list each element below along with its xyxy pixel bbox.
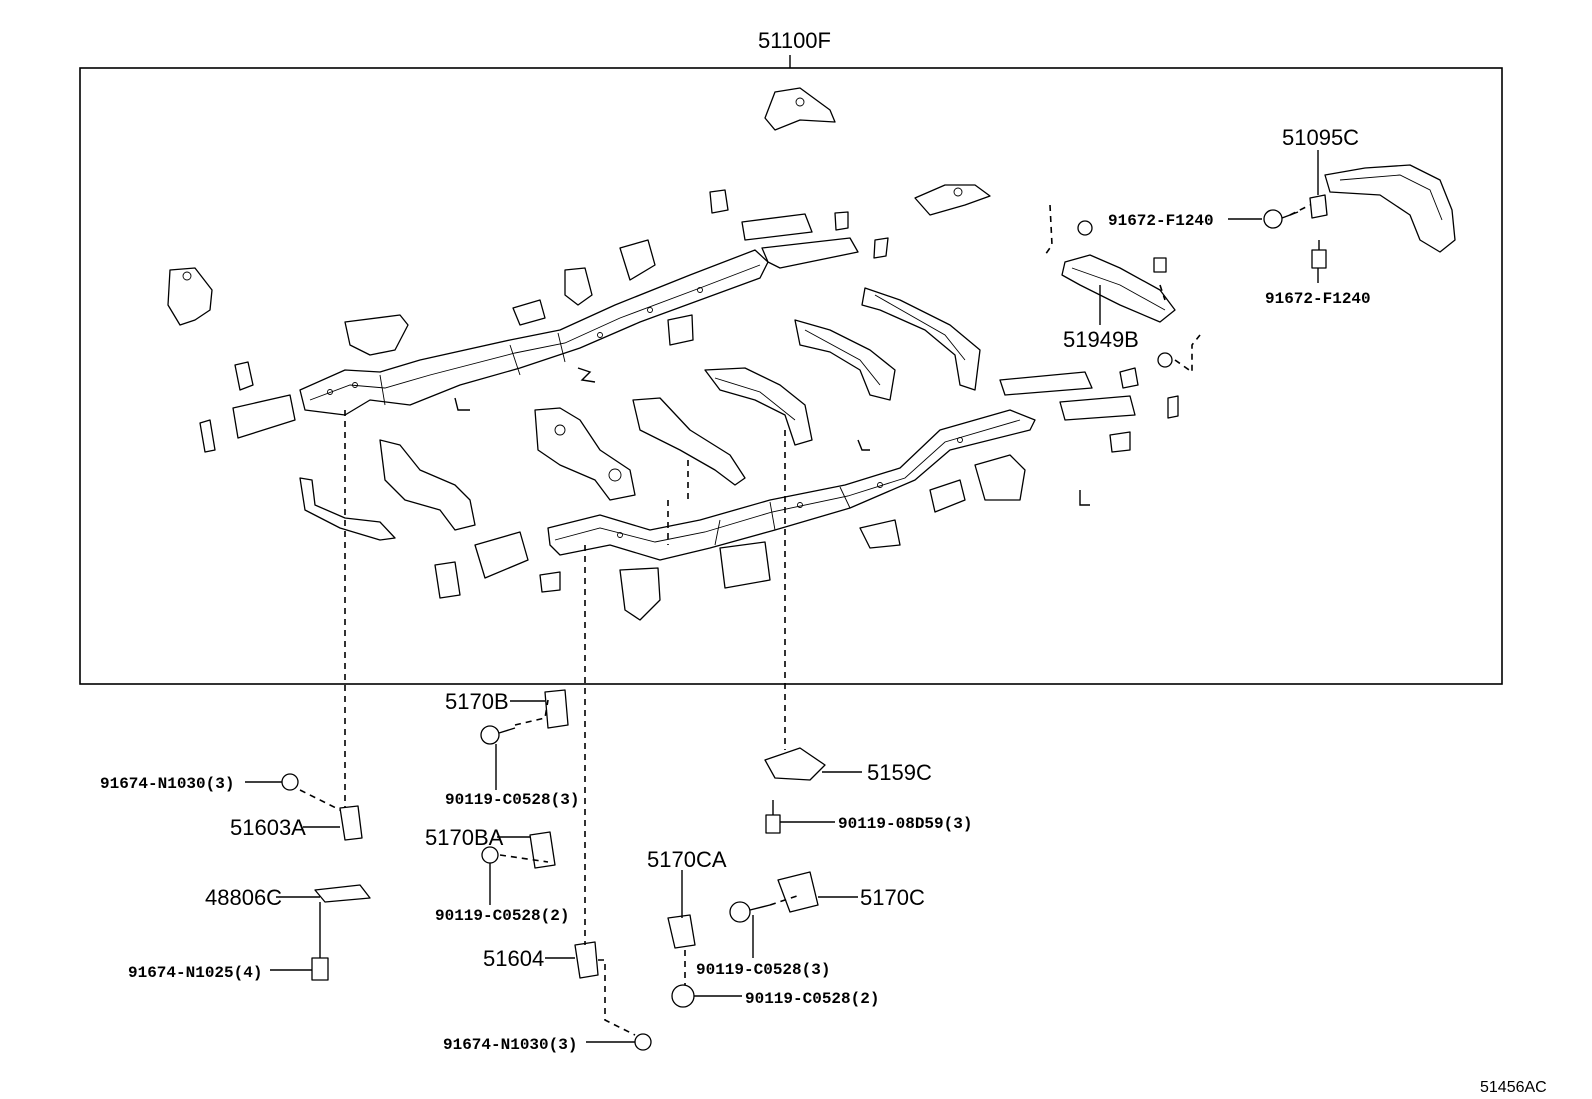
plate-5159c[interactable] xyxy=(764,747,826,781)
bracket-lower-right-2[interactable] xyxy=(929,479,966,513)
label-5170b: 5170B xyxy=(445,689,509,714)
bracket-left-small-2[interactable] xyxy=(232,394,296,439)
bracket-tiny-1 xyxy=(454,397,470,411)
cross-member-front-2[interactable] xyxy=(534,407,636,501)
bracket-right-small-4 xyxy=(1079,490,1090,506)
bolt-90119-c0528-d[interactable] xyxy=(729,901,771,923)
bracket-mid-7[interactable] xyxy=(873,237,889,259)
label-5159c: 5159C xyxy=(867,760,932,785)
bracket-lower-center-2[interactable] xyxy=(719,541,771,589)
bolt-90119-08d59[interactable] xyxy=(765,800,781,834)
frame-assembly-box xyxy=(79,55,1503,685)
bracket-lower-center-1[interactable] xyxy=(619,567,661,621)
bracket-left-upper[interactable] xyxy=(167,267,213,326)
bolt-mid-right[interactable] xyxy=(1153,257,1167,273)
label-91674-n1030-b: 91674-N1030(3) xyxy=(443,1036,577,1054)
left-rail-extension[interactable] xyxy=(741,213,859,269)
label-90119-08d59: 90119-08D59(3) xyxy=(838,815,972,833)
dashed-connectors xyxy=(299,204,1311,1036)
plate-48806c[interactable] xyxy=(314,884,371,903)
label-91672-f1240-a: 91672-F1240 xyxy=(1108,212,1214,230)
label-5170ba: 5170BA xyxy=(425,825,504,850)
label-48806c: 48806C xyxy=(205,885,282,910)
bracket-right-small-1[interactable] xyxy=(1119,367,1139,389)
bracket-lower-left-3[interactable] xyxy=(539,571,561,593)
leader-lines xyxy=(245,150,1319,1043)
bracket-lower-left-2[interactable] xyxy=(434,561,461,599)
bracket-mid-2[interactable] xyxy=(619,239,656,281)
bolt-91674-n1025[interactable] xyxy=(311,945,329,981)
bracket-mid-1[interactable] xyxy=(564,267,593,306)
label-51603a: 51603A xyxy=(230,815,306,840)
label-5170ca: 5170CA xyxy=(647,847,727,872)
bracket-lower-right-1[interactable] xyxy=(859,519,901,549)
bracket-tiny-2 xyxy=(577,367,596,383)
bolt-mid-right-2[interactable] xyxy=(1157,352,1173,368)
diagram-id: 51456AC xyxy=(1480,1079,1547,1096)
label-91674-n1025: 91674-N1025(4) xyxy=(128,964,262,982)
bolt-90119-c0528-a[interactable] xyxy=(480,725,516,745)
part-labels: 51100F 51095C 91672-F1240 91672-F1240 51… xyxy=(100,28,1547,1096)
bracket-right-small-3[interactable] xyxy=(1167,395,1179,419)
label-91674-n1030-a: 91674-N1030(3) xyxy=(100,775,234,793)
bolt-91674-n1030-b[interactable] xyxy=(634,1033,652,1051)
label-51095c: 51095C xyxy=(1282,125,1359,150)
bracket-left-small-1[interactable] xyxy=(234,361,254,391)
bolt-91674-n1030-a[interactable] xyxy=(281,773,299,791)
bracket-right-small-2[interactable] xyxy=(1109,431,1131,453)
label-51100f: 51100F xyxy=(758,28,831,53)
cross-member-rear-1[interactable] xyxy=(861,287,981,391)
bracket-5170b[interactable] xyxy=(544,689,569,729)
bracket-5170ba[interactable] xyxy=(529,831,556,869)
cross-member-front-3[interactable] xyxy=(379,439,476,531)
label-91672-f1240-b: 91672-F1240 xyxy=(1265,290,1371,308)
bracket-51604[interactable] xyxy=(574,941,599,979)
cross-member-center[interactable] xyxy=(704,367,813,446)
cross-member-front-1[interactable] xyxy=(632,397,746,486)
rear-bracket-51095c[interactable] xyxy=(1309,164,1456,253)
right-rail-extension[interactable] xyxy=(999,371,1136,421)
right-frame-rail[interactable] xyxy=(547,409,1036,561)
bracket-5170c[interactable] xyxy=(777,871,819,913)
bracket-mid-4[interactable] xyxy=(667,314,694,346)
bracket-5170ca[interactable] xyxy=(667,914,696,949)
bracket-top-right[interactable] xyxy=(914,184,991,216)
left-frame-rail[interactable] xyxy=(299,249,769,416)
bracket-top-center[interactable] xyxy=(764,87,836,131)
label-90119-c0528-3-b: 90119-C0528(3) xyxy=(696,961,830,979)
bracket-lower-right-3[interactable] xyxy=(974,454,1026,501)
bracket-tiny-3 xyxy=(857,439,870,451)
bolt-90119-c0528-c[interactable] xyxy=(671,984,695,1008)
bracket-51603a[interactable] xyxy=(339,805,363,841)
front-suspension-bar[interactable] xyxy=(299,477,396,541)
bolt-91672-lower[interactable] xyxy=(1311,240,1327,269)
label-90119-c0528-2-b: 90119-C0528(2) xyxy=(745,990,879,1008)
label-5170c: 5170C xyxy=(860,885,925,910)
bracket-mid-6[interactable] xyxy=(834,211,849,231)
bracket-lower-left-1[interactable] xyxy=(474,531,529,579)
label-90119-c0528-3-a: 90119-C0528(3) xyxy=(445,791,579,809)
bracket-mid-3[interactable] xyxy=(512,299,546,326)
label-51949b: 51949B xyxy=(1063,327,1139,352)
label-51604: 51604 xyxy=(483,946,544,971)
cross-member-rear-2[interactable] xyxy=(794,319,896,401)
label-90119-c0528-2-a: 90119-C0528(2) xyxy=(435,907,569,925)
bolt-upper-left-small[interactable] xyxy=(1077,220,1093,236)
bracket-left-small-3[interactable] xyxy=(199,419,216,453)
bracket-mid-5[interactable] xyxy=(709,189,729,214)
cross-bracket-51949b[interactable] xyxy=(1061,254,1176,323)
bracket-left-mid[interactable] xyxy=(344,314,409,356)
